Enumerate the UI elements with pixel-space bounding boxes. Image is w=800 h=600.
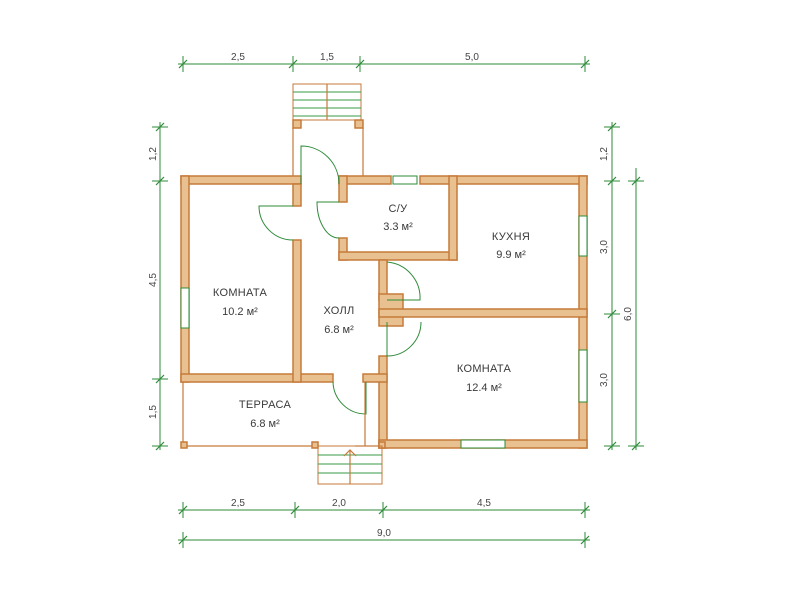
room-label-right-room: КОМНАТА 12.4 м² <box>457 363 512 394</box>
terrace-area: 6.8 м² <box>250 418 280 430</box>
room-label-kitchen: КУХНЯ 9.9 м² <box>492 231 530 261</box>
total-width-dimension: 9,0 <box>178 528 590 548</box>
right-room-area: 12.4 м² <box>466 382 502 394</box>
dim-right-total: 6,0 <box>623 307 634 321</box>
right-total-dimension: 6,0 <box>623 168 644 451</box>
dim-right-1: 1,2 <box>599 147 610 161</box>
top-stairs <box>292 83 364 176</box>
dim-left-1: 1,2 <box>148 147 159 161</box>
dim-top-1: 2,5 <box>231 52 245 63</box>
right-room-name: КОМНАТА <box>457 363 512 375</box>
dim-left-3: 1,5 <box>148 405 159 419</box>
terrace-name: ТЕРРАСА <box>239 399 292 411</box>
room-label-terrace: ТЕРРАСА 6.8 м² <box>239 399 292 430</box>
dim-bottom-3: 4,5 <box>477 498 491 509</box>
hall-area: 6.8 м² <box>324 324 354 336</box>
dim-top-3: 5,0 <box>465 52 479 63</box>
left-room-name: КОМНАТА <box>213 287 268 299</box>
dim-top-2: 1,5 <box>320 52 334 63</box>
bottom-stairs <box>317 445 383 485</box>
bathroom-name: С/У <box>389 203 409 215</box>
room-label-left-room: КОМНАТА 10.2 м² <box>213 287 268 318</box>
right-dimension-chain: 1,2 3,0 3,0 <box>599 122 620 451</box>
windows <box>180 175 588 449</box>
kitchen-area: 9.9 м² <box>496 249 526 261</box>
kitchen-name: КУХНЯ <box>492 231 530 243</box>
bottom-dimension-chain: 2,5 2,0 4,5 <box>178 498 590 518</box>
top-dimension-chain: 2,5 1,5 5,0 <box>178 52 590 72</box>
dim-right-2: 3,0 <box>599 240 610 254</box>
bathroom-area: 3.3 м² <box>383 221 413 233</box>
hall-name: ХОЛЛ <box>323 305 354 317</box>
left-dimension-chain: 1,2 4,5 1,5 <box>148 122 168 451</box>
terrace <box>180 382 386 449</box>
room-label-bathroom: С/У 3.3 м² <box>383 203 413 233</box>
room-label-hall: ХОЛЛ 6.8 м² <box>323 305 354 336</box>
dim-total-width: 9,0 <box>377 528 391 539</box>
left-room-area: 10.2 м² <box>222 306 258 318</box>
dim-left-2: 4,5 <box>148 273 159 287</box>
dim-bottom-2: 2,0 <box>332 498 346 509</box>
dim-right-3: 3,0 <box>599 373 610 387</box>
dim-bottom-1: 2,5 <box>231 498 245 509</box>
doors <box>258 145 422 415</box>
